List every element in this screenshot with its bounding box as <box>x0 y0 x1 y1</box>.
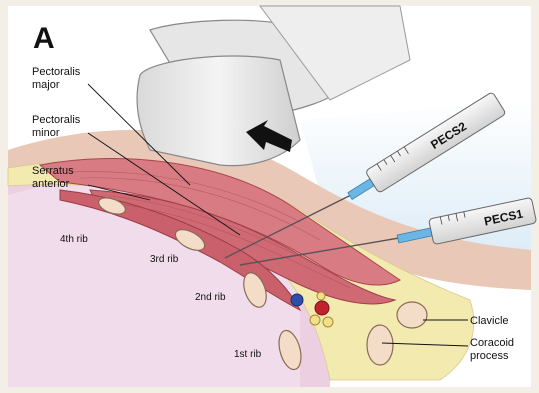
rib-2-label: 2nd rib <box>195 292 226 303</box>
rib-1-label: 1st rib <box>234 349 262 360</box>
coracoid-process-bone <box>367 325 393 365</box>
rib-3-label: 3rd rib <box>150 254 179 265</box>
clavicle-bone <box>397 302 427 328</box>
panel-letter: A <box>33 22 55 55</box>
pectoralis-major-label: Pectoralis major <box>32 66 83 91</box>
clavicle-label: Clavicle <box>470 315 509 327</box>
rib-4-label: 4th rib <box>60 234 88 245</box>
coracoid-process-label: Coracoid process <box>470 337 517 362</box>
